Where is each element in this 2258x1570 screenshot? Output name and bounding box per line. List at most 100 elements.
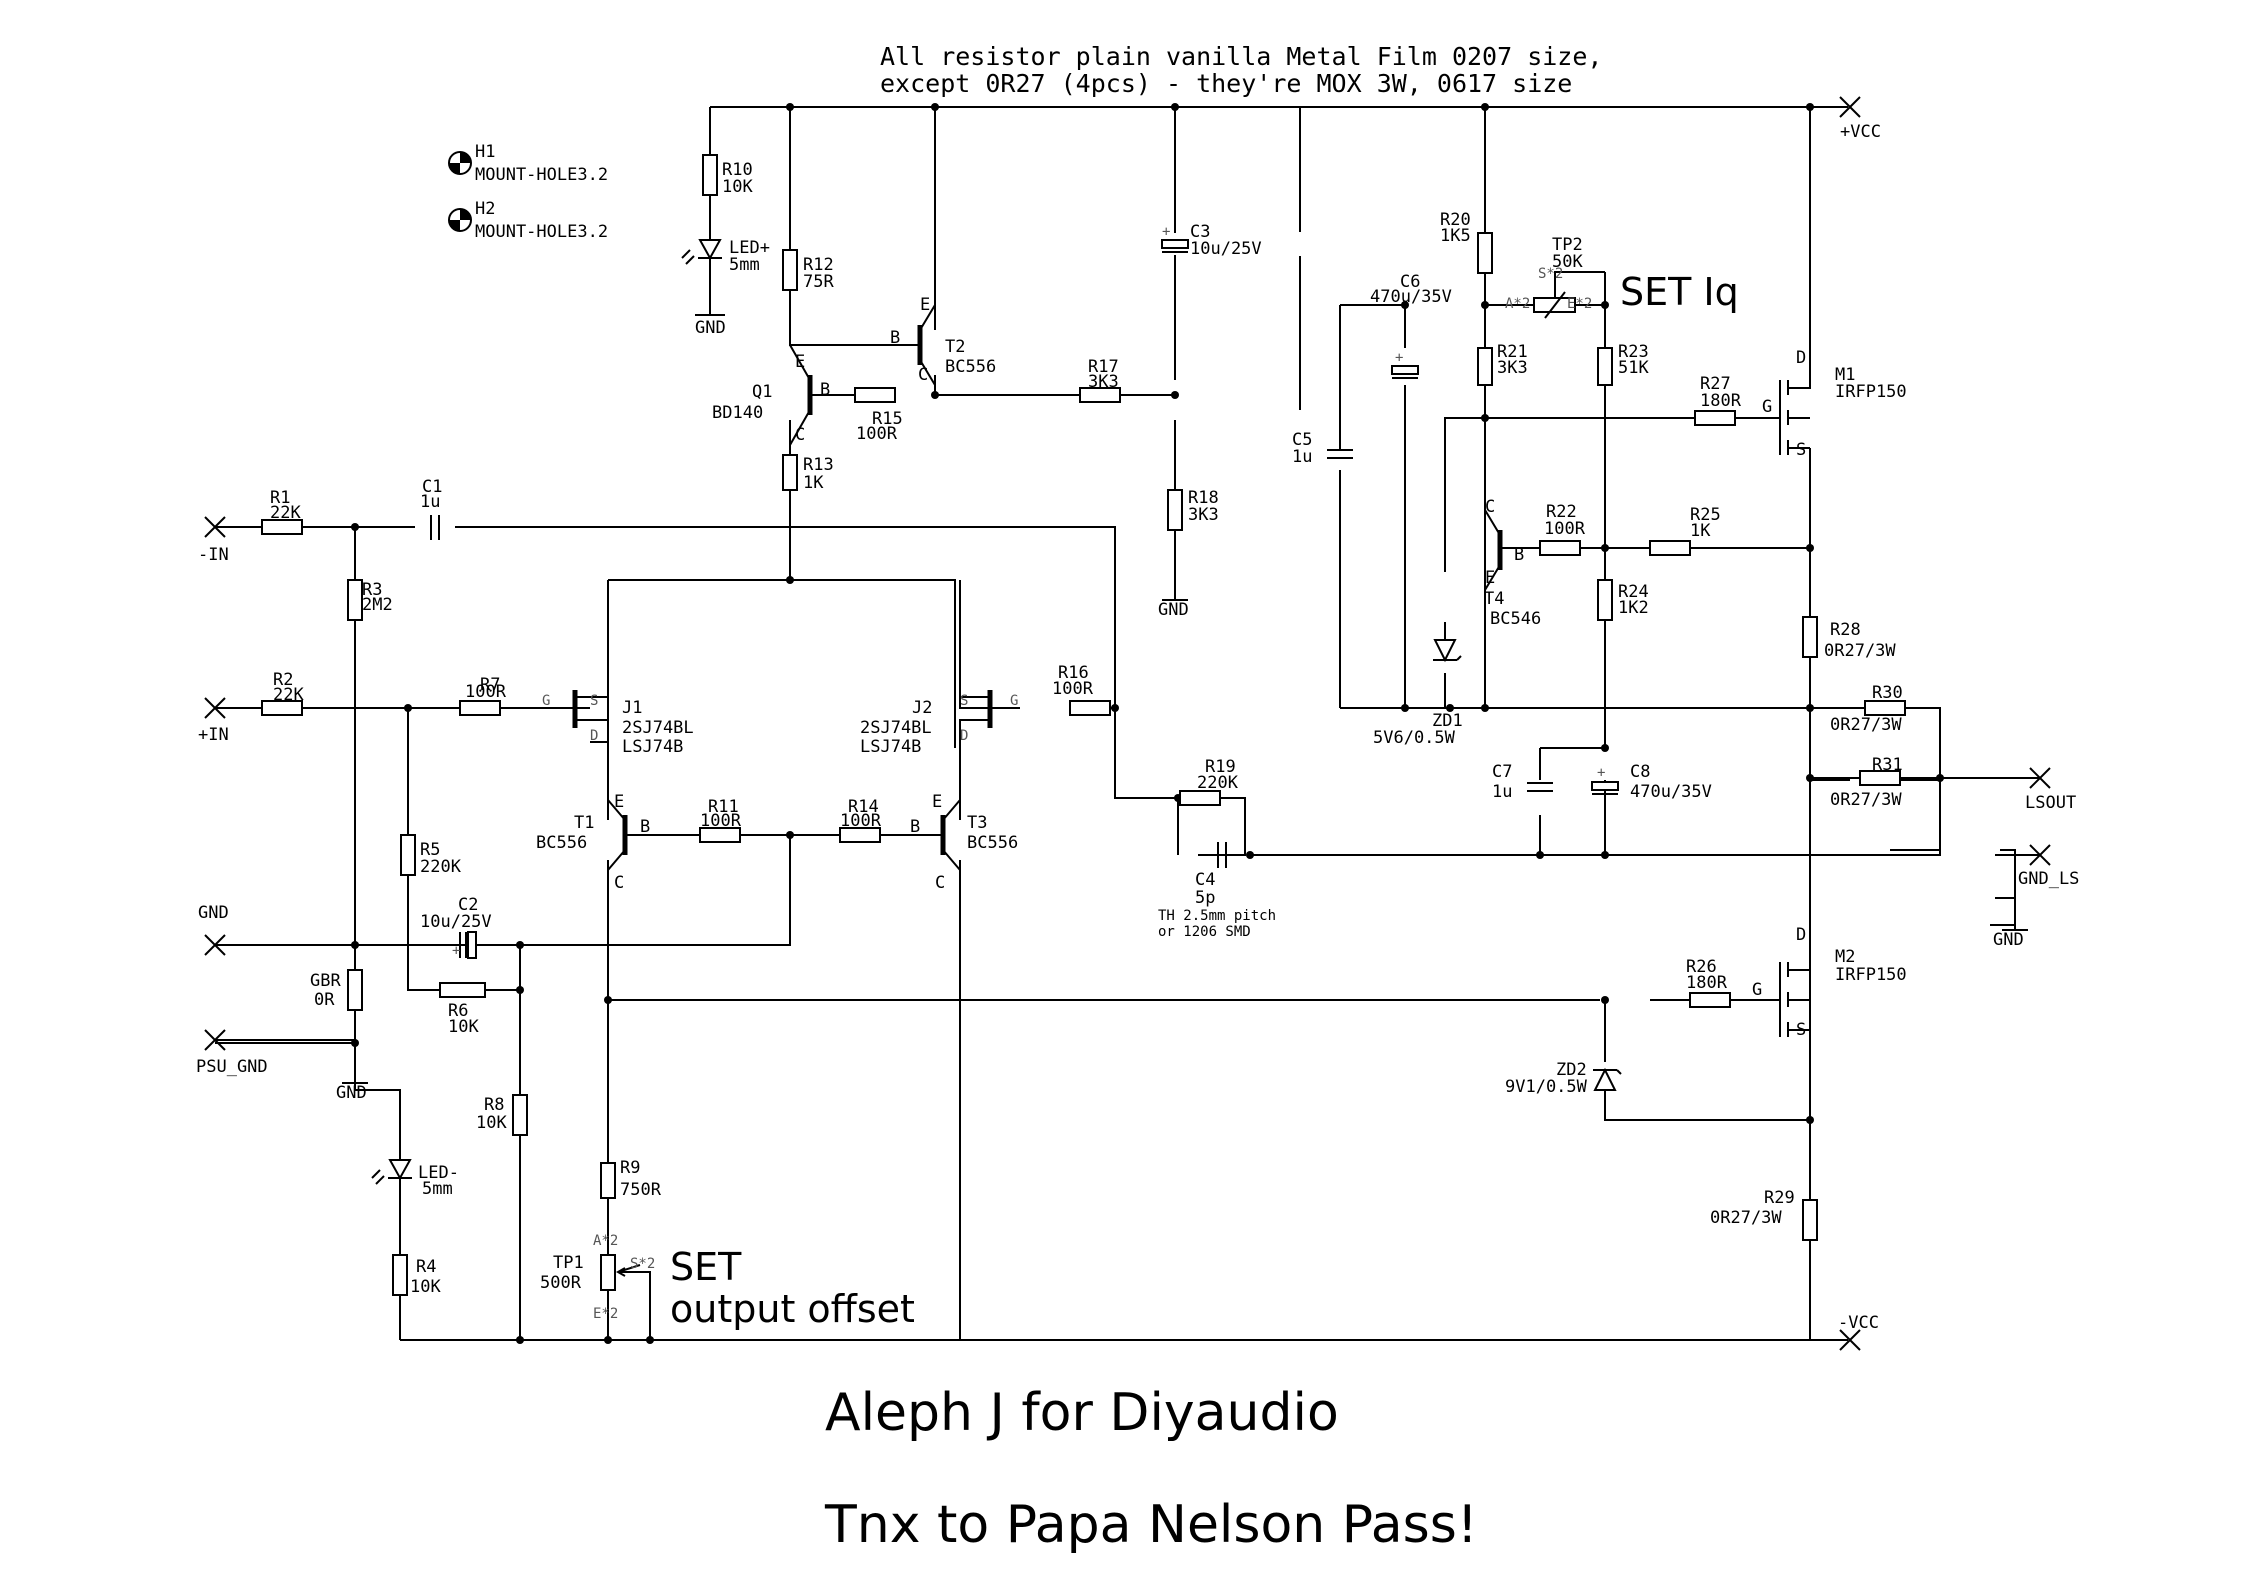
pin-m1-s: S — [1796, 440, 1806, 460]
capacitor-c6 — [1391, 365, 1419, 379]
port-label-psu-gnd: PSU_GND — [196, 1057, 268, 1077]
r1-ref: R1 — [270, 488, 290, 508]
pin-labels: B E C B E C E C B E C B C E B G S D G S … — [452, 224, 1806, 1322]
r19-value: 220K — [1197, 773, 1239, 793]
led-plus-value: 5mm — [729, 255, 760, 275]
c8-value: 470u/35V — [1630, 782, 1712, 802]
pin-q1-b: B — [820, 380, 830, 400]
port-x-psu-gnd — [204, 1029, 226, 1051]
pin-j2-d: D — [960, 728, 968, 744]
pin-m1-d: D — [1796, 348, 1806, 368]
pin-tp1-s2: S*2 — [630, 1256, 655, 1272]
port-label-lsout: LSOUT — [2025, 793, 2076, 813]
note-set-iq: SET Iq — [1620, 270, 1739, 314]
capacitor-c1 — [430, 515, 440, 540]
resistor-r9 — [600, 1162, 616, 1199]
resistor-r19 — [1179, 790, 1221, 806]
c3-value: 10u/25V — [1190, 239, 1262, 259]
r29-value: 0R27/3W — [1710, 1208, 1782, 1228]
wires — [215, 106, 2040, 1341]
r14-ref: R14 — [848, 797, 879, 817]
r18-ref: R18 — [1188, 488, 1219, 508]
r7-value: 100R — [465, 682, 507, 702]
t2-value: BC556 — [945, 357, 996, 377]
resistor-r7 — [459, 700, 501, 716]
gbr-ref: GBR — [310, 971, 341, 991]
r27-value: 180R — [1700, 391, 1742, 411]
r7-ref: R7 — [480, 675, 500, 695]
capacitor-c3 — [1161, 239, 1189, 253]
pin-t3-c: C — [935, 873, 945, 893]
jfet-j2 — [959, 580, 1020, 742]
transistor-t1 — [607, 799, 640, 871]
resistor-r30 — [1864, 700, 1906, 716]
r21-value: 3K3 — [1497, 358, 1528, 378]
jfet-j1 — [555, 580, 609, 742]
ground-labels: GND GND GND GND — [336, 318, 2024, 1103]
r20-ref: R20 — [1440, 210, 1471, 230]
r1-value: 22K — [270, 503, 301, 523]
r15-value: 100R — [856, 424, 898, 444]
mount-holes — [448, 151, 472, 232]
mosfet-m2 — [1779, 925, 1811, 1037]
resistor-r15 — [854, 387, 896, 403]
port-label-vcc-pos: +VCC — [1840, 122, 1881, 142]
m1-value: IRFP150 — [1835, 382, 1907, 402]
resistor-r22 — [1539, 540, 1581, 556]
port-x-vcc-pos — [1839, 96, 1861, 118]
resistor-r24 — [1597, 579, 1613, 621]
resistor-r25 — [1649, 540, 1691, 556]
mosfet-m1 — [1745, 343, 1811, 455]
j1-value2: LSJ74B — [622, 737, 683, 757]
r16-value: 100R — [1052, 679, 1094, 699]
pin-t4-e: E — [1485, 568, 1495, 588]
r31-value: 0R27/3W — [1830, 790, 1902, 810]
r23-value: 51K — [1618, 358, 1649, 378]
r6-ref: R6 — [448, 1001, 468, 1021]
c2-ref: C2 — [458, 895, 478, 915]
zd2-ref: ZD2 — [1556, 1060, 1587, 1080]
q1-ref: Q1 — [752, 382, 772, 402]
r23-ref: R23 — [1618, 342, 1649, 362]
zener-zd1 — [1433, 639, 1462, 663]
tp2-value: 50K — [1552, 252, 1583, 272]
diodes — [371, 239, 1622, 1185]
r17-ref: R17 — [1088, 357, 1119, 377]
c2-value: 10u/25V — [420, 912, 492, 932]
pin-m2-g: G — [1752, 980, 1762, 1000]
c7-ref: C7 — [1492, 762, 1512, 782]
r15-ref: R15 — [872, 409, 903, 429]
resistor-r8 — [512, 1094, 528, 1136]
trimmer-tp1 — [600, 1254, 641, 1291]
resistor-r4 — [392, 1254, 408, 1296]
t4-value: BC546 — [1490, 609, 1541, 629]
c4-value: 5p — [1195, 888, 1215, 908]
pin-j1-d: D — [590, 728, 598, 744]
resistor-r11 — [699, 827, 741, 843]
c1-ref: C1 — [422, 477, 442, 497]
port-label-vcc-neg: -VCC — [1838, 1313, 1879, 1333]
pin-j1-s: S — [590, 693, 598, 709]
r24-ref: R24 — [1618, 582, 1649, 602]
t1-ref: T1 — [574, 813, 594, 833]
c4-ref: C4 — [1195, 870, 1215, 890]
r12-value: 75R — [803, 272, 834, 292]
port-x-gnd — [204, 934, 226, 956]
resistor-r23 — [1597, 347, 1613, 386]
resistor-r27 — [1694, 410, 1736, 426]
tp2-ref: TP2 — [1552, 235, 1583, 255]
pin-m2-d: D — [1796, 925, 1806, 945]
pin-m2-s: S — [1796, 1020, 1806, 1040]
notes: All resistor plain vanilla Metal Film 02… — [670, 42, 1739, 1555]
j2-ref: J2 — [912, 698, 932, 718]
pin-t2-e: E — [920, 295, 930, 315]
resistor-r3 — [347, 579, 363, 621]
m1-ref: M1 — [1835, 365, 1855, 385]
ground-symbols — [342, 314, 2028, 1084]
port-labels: -IN +IN GND PSU_GND +VCC -VCC LSOUT GND_… — [196, 122, 2079, 1333]
resistor-r29 — [1802, 1199, 1818, 1241]
transistors — [607, 304, 1540, 871]
pin-t4-c: C — [1485, 497, 1495, 517]
capacitor-c4 — [1217, 842, 1227, 868]
transistor-q1 — [789, 344, 855, 446]
